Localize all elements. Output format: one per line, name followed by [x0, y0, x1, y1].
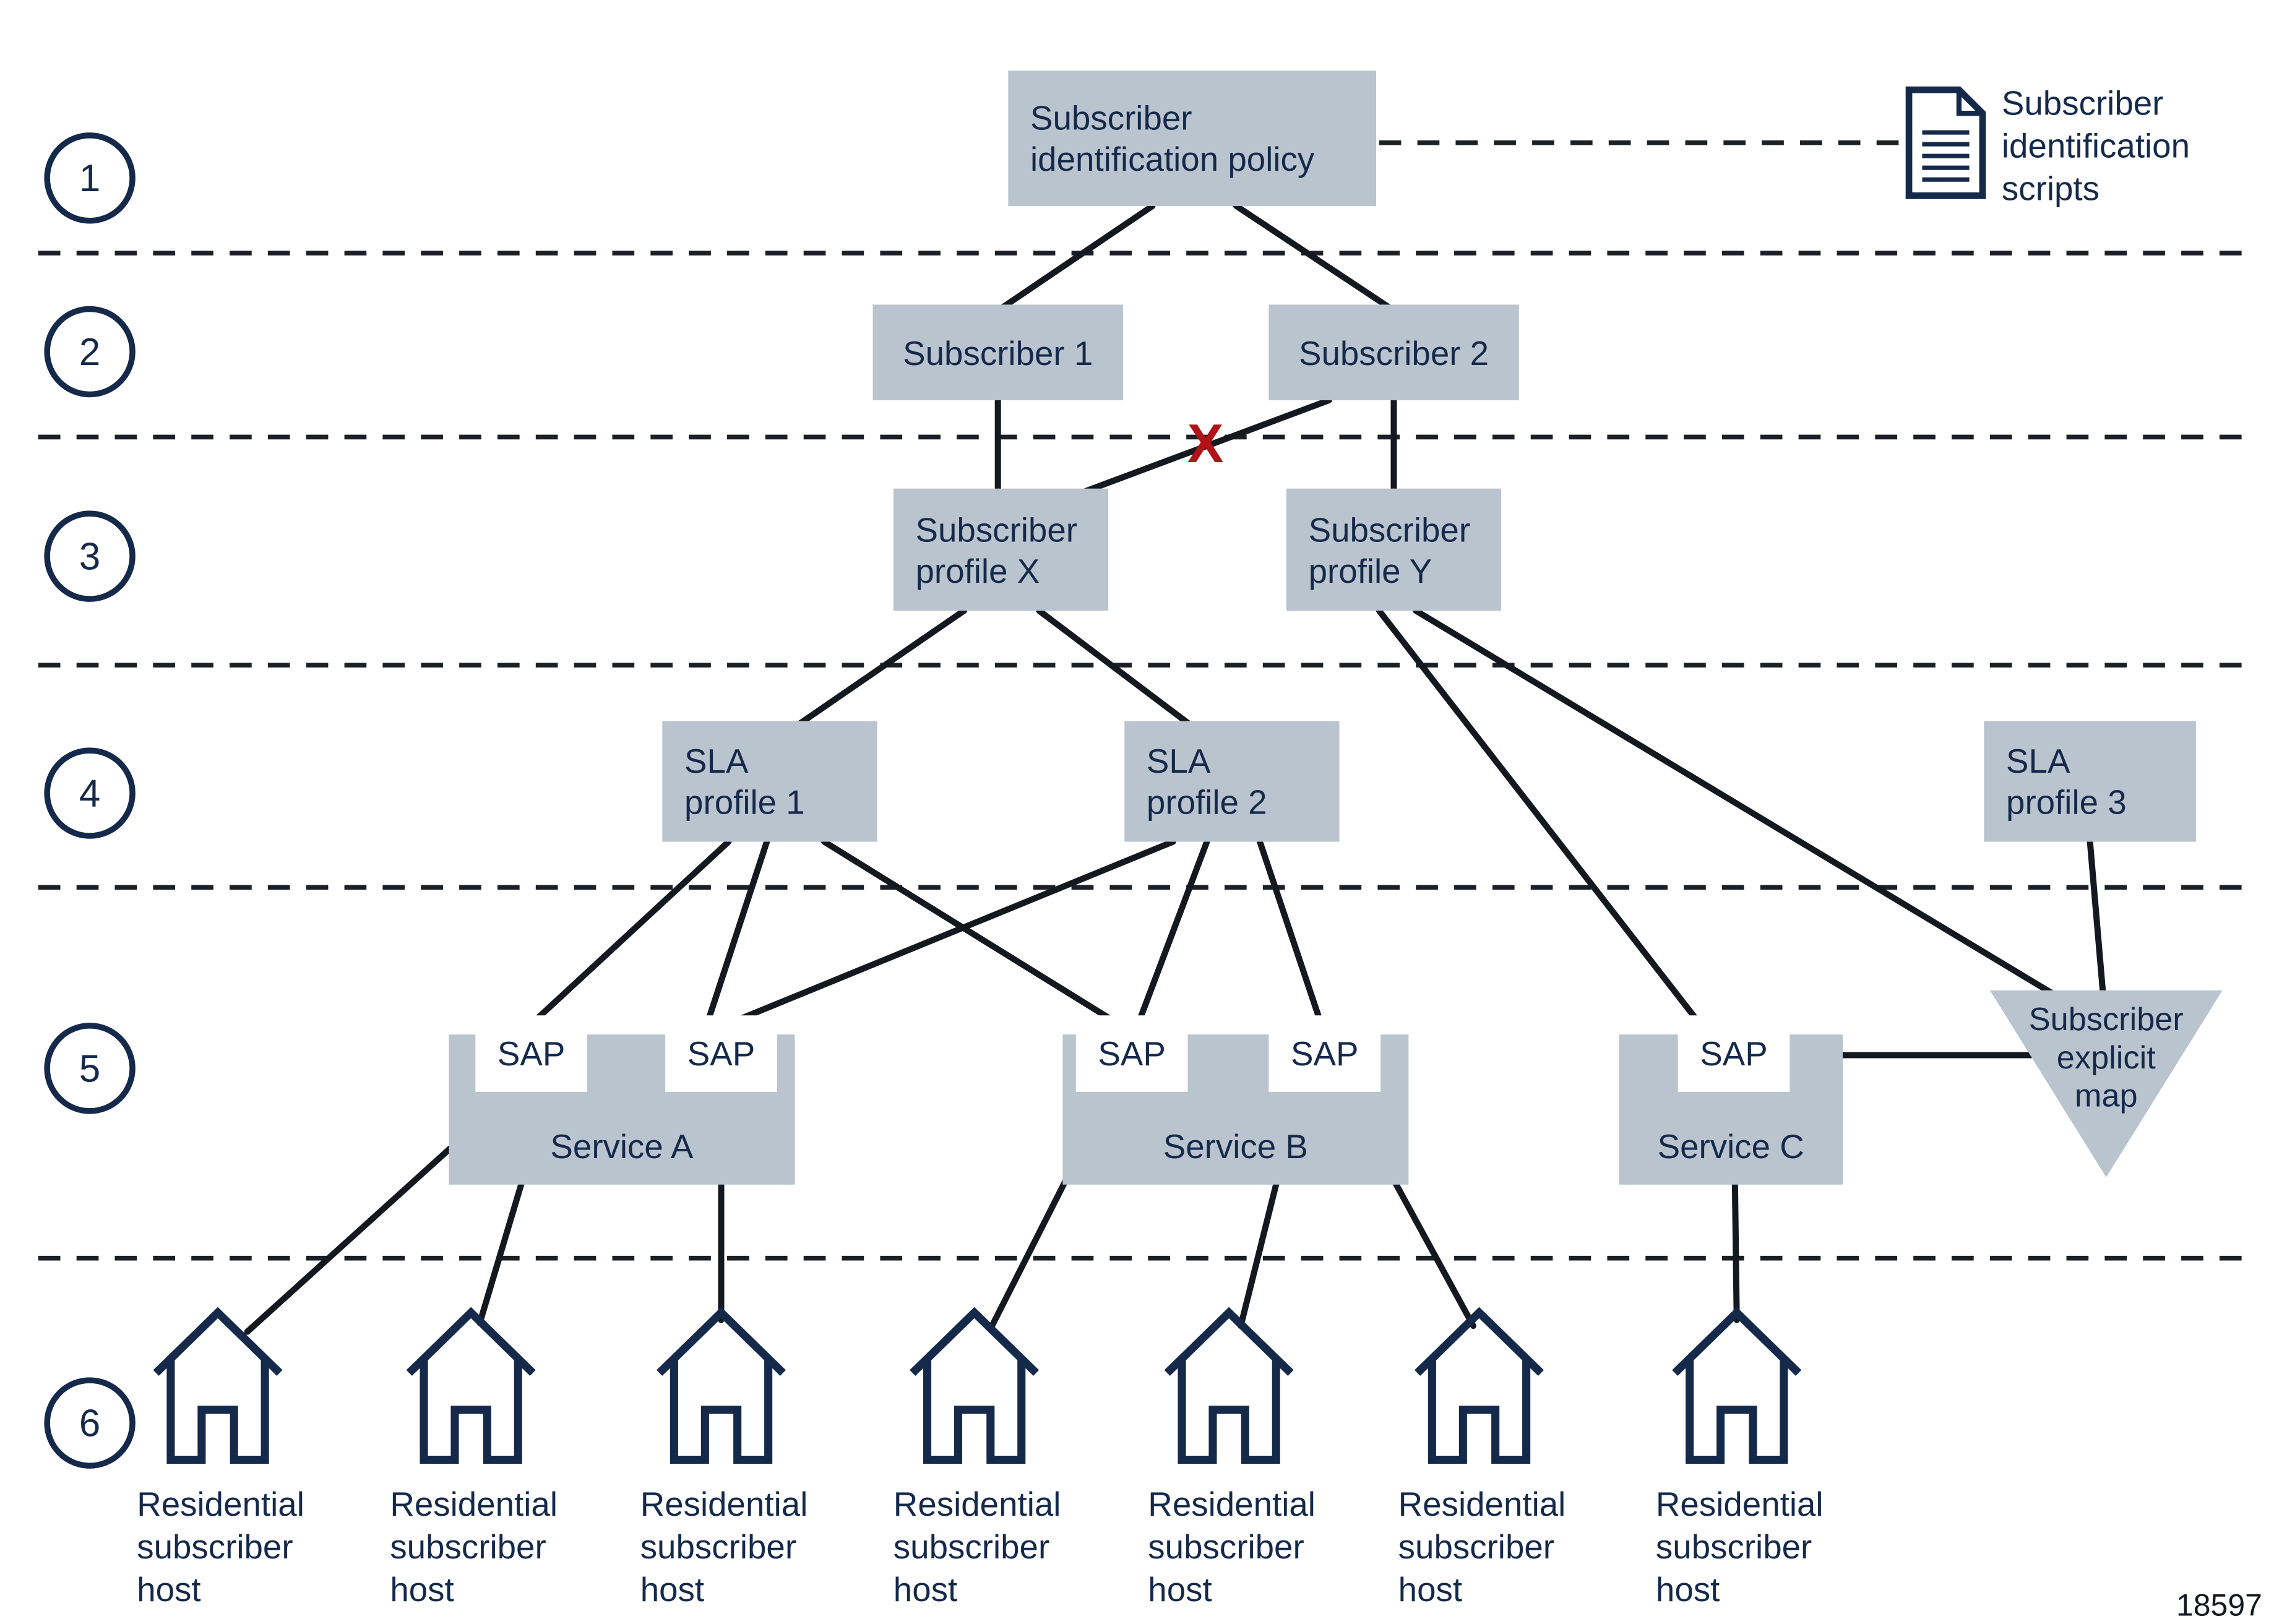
residential-host-label-6: Residential subscriber host — [1398, 1485, 1566, 1609]
edge-policy-subscriber1 — [999, 203, 1156, 311]
node-sap-c: SAP — [1678, 1015, 1790, 1092]
level-badge-3: 3 — [44, 510, 136, 602]
residential-host-label-7: Residential subscriber host — [1655, 1485, 1824, 1609]
node-sla-profile-2: SLA profile 2 — [1124, 721, 1340, 842]
edge-profileY-explicit-map — [1413, 608, 2058, 998]
node-subscriber-identification-policy: Subscriber identification policy — [1008, 71, 1376, 207]
house-icon — [1415, 1307, 1544, 1464]
house-icon — [406, 1307, 536, 1464]
residential-host-label-1: Residential subscriber host — [137, 1485, 304, 1609]
explicit-map-triangle — [1989, 990, 2223, 1177]
house-icon — [657, 1307, 786, 1464]
node-sap-a1: SAP — [475, 1015, 588, 1092]
house-icon — [1672, 1307, 1802, 1464]
edge-profileX-sla2 — [1036, 608, 1192, 728]
edge-subscriber2-profileX-invalid — [1082, 397, 1332, 495]
node-subscriber-explicit-map-label: Subscriber explicit map — [2028, 1000, 2184, 1114]
edge-sla1-sapB1 — [821, 838, 1118, 1025]
node-subscriber-2: Subscriber 2 — [1268, 304, 1519, 400]
edge-sla1-sapA2 — [705, 838, 770, 1025]
level-badge-6: 6 — [44, 1377, 136, 1469]
edge-sla2-sapA2 — [731, 838, 1176, 1025]
edge-profileX-sla1 — [796, 608, 967, 728]
level-badge-2: 2 — [44, 306, 136, 398]
edge-sla2-sapB1 — [1136, 838, 1210, 1025]
residential-host-label-3: Residential subscriber host — [640, 1485, 808, 1609]
node-sap-b2: SAP — [1268, 1015, 1381, 1092]
node-sla-profile-1: SLA profile 1 — [662, 721, 877, 842]
edge-sla1-sapA1 — [531, 838, 732, 1025]
scripts-label: Subscriber identification scripts — [2001, 84, 2190, 208]
node-sap-a2: SAP — [665, 1015, 777, 1092]
node-subscriber-profile-y: Subscriber profile Y — [1286, 488, 1502, 611]
level-badge-1: 1 — [44, 132, 136, 224]
house-icon — [153, 1307, 283, 1464]
node-sla-profile-3: SLA profile 3 — [1984, 721, 2196, 842]
house-icon — [1164, 1307, 1294, 1464]
house-icon — [910, 1307, 1040, 1464]
residential-host-label-5: Residential subscriber host — [1148, 1485, 1316, 1609]
edge-profileY-sapC — [1376, 608, 1699, 1021]
invalid-link-marker: X — [1187, 413, 1224, 474]
figure-number: 18597 — [2176, 1589, 2262, 1623]
edge-policy-subscriber2 — [1233, 203, 1393, 311]
residential-host-label-2: Residential subscriber host — [390, 1485, 558, 1609]
level-badge-4: 4 — [44, 747, 136, 839]
node-subscriber-profile-x: Subscriber profile X — [893, 488, 1109, 611]
house-icons — [153, 1307, 1802, 1464]
edge-sla2-sapB2 — [1257, 838, 1324, 1025]
node-subscriber-1: Subscriber 1 — [872, 304, 1123, 400]
level-badge-5: 5 — [44, 1023, 136, 1114]
node-sap-b1: SAP — [1075, 1015, 1188, 1092]
residential-host-label-4: Residential subscriber host — [893, 1485, 1061, 1609]
document-icon — [1905, 86, 1986, 199]
edge-sla3-explicit-map — [2087, 838, 2107, 1000]
